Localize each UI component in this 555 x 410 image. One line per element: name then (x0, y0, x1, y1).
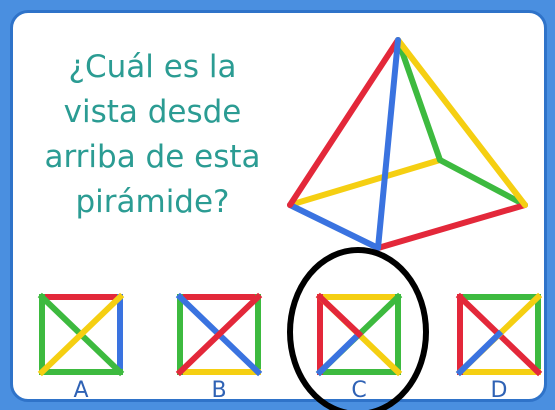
pyramid-edge (395, 37, 443, 163)
option-a-label[interactable]: A (73, 378, 89, 403)
option-a-icon[interactable] (37, 292, 125, 377)
question-text: ¿Cuál es la vista desde arriba de esta p… (44, 49, 261, 220)
pyramid-edge (287, 37, 401, 208)
pyramid-edge (395, 37, 528, 208)
pyramid-edge (287, 202, 381, 251)
option-c-icon[interactable] (315, 292, 403, 377)
pyramid-edge (375, 202, 528, 251)
diagonal (175, 292, 263, 377)
pyramid-edge (375, 37, 401, 251)
answer-circle-marker (287, 247, 429, 410)
option-b-label[interactable]: B (211, 378, 227, 403)
option-d-icon[interactable] (455, 292, 543, 377)
diagonal (315, 292, 364, 339)
diagonal (455, 329, 504, 377)
option-c-label[interactable]: C (351, 378, 367, 403)
diagonal (315, 329, 364, 377)
pyramid-edge (437, 157, 528, 208)
option-d-label[interactable]: D (490, 378, 508, 403)
pyramid-figure (287, 37, 528, 251)
pyramid-edge (287, 157, 443, 208)
option-b-icon[interactable] (175, 292, 263, 377)
diagonal (37, 292, 125, 377)
